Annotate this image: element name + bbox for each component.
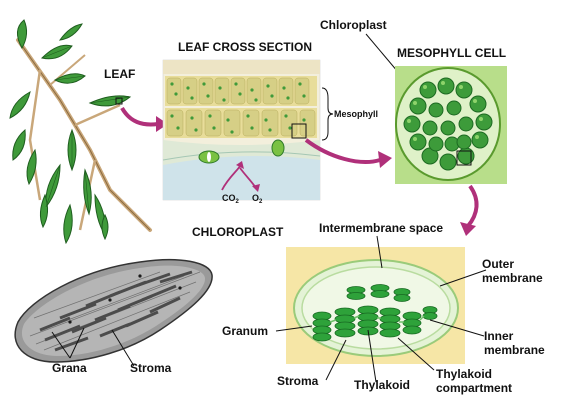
thylakoid-compartment-label-line2: compartment <box>436 381 512 395</box>
chloroplast-title: CHLOROPLAST <box>192 225 284 239</box>
arrow-cell-to-chloroplast <box>466 184 479 228</box>
inner-membrane-label-line2: membrane <box>484 343 545 357</box>
outer-membrane-label-line1: Outer <box>482 257 514 271</box>
mesophyll-cell-title: MESOPHYLL CELL <box>397 46 506 60</box>
chloroplast-electron-micrograph <box>14 258 213 363</box>
leaf-branch-illustration <box>9 19 152 245</box>
chloroplast-leader-lines <box>275 235 487 383</box>
arrow-section-to-cell <box>304 138 381 164</box>
outer-membrane-label-line2: membrane <box>482 271 543 285</box>
gas-exchange-arrows <box>221 161 260 192</box>
stroma-label-right: Stroma <box>277 374 319 388</box>
arrow-leaf-to-section <box>120 106 159 127</box>
mesophyll-label: Mesophyll <box>334 109 378 119</box>
leaf-cross-section-illustration <box>162 59 321 201</box>
thylakoid-label: Thylakoid <box>354 378 410 392</box>
inner-membrane-label-line1: Inner <box>484 329 514 343</box>
leaf-cross-section-title: LEAF CROSS SECTION <box>178 40 312 54</box>
granum-label: Granum <box>222 324 268 338</box>
co2-label: CO2 <box>222 193 240 205</box>
leaf-label: LEAF <box>104 67 135 81</box>
stroma-label-left: Stroma <box>130 361 172 375</box>
thylakoid-compartment-label-line1: Thylakoid <box>436 367 492 381</box>
intermembrane-space-label: Intermembrane space <box>319 221 443 235</box>
chloroplast-small-label: Chloroplast <box>320 18 387 32</box>
o2-label: O2 <box>252 193 263 205</box>
mesophyll-cell-micrograph <box>395 66 507 184</box>
chloroplast-illustration <box>286 247 465 364</box>
micrograph-leader-lines <box>51 327 135 367</box>
grana-label: Grana <box>52 361 87 375</box>
